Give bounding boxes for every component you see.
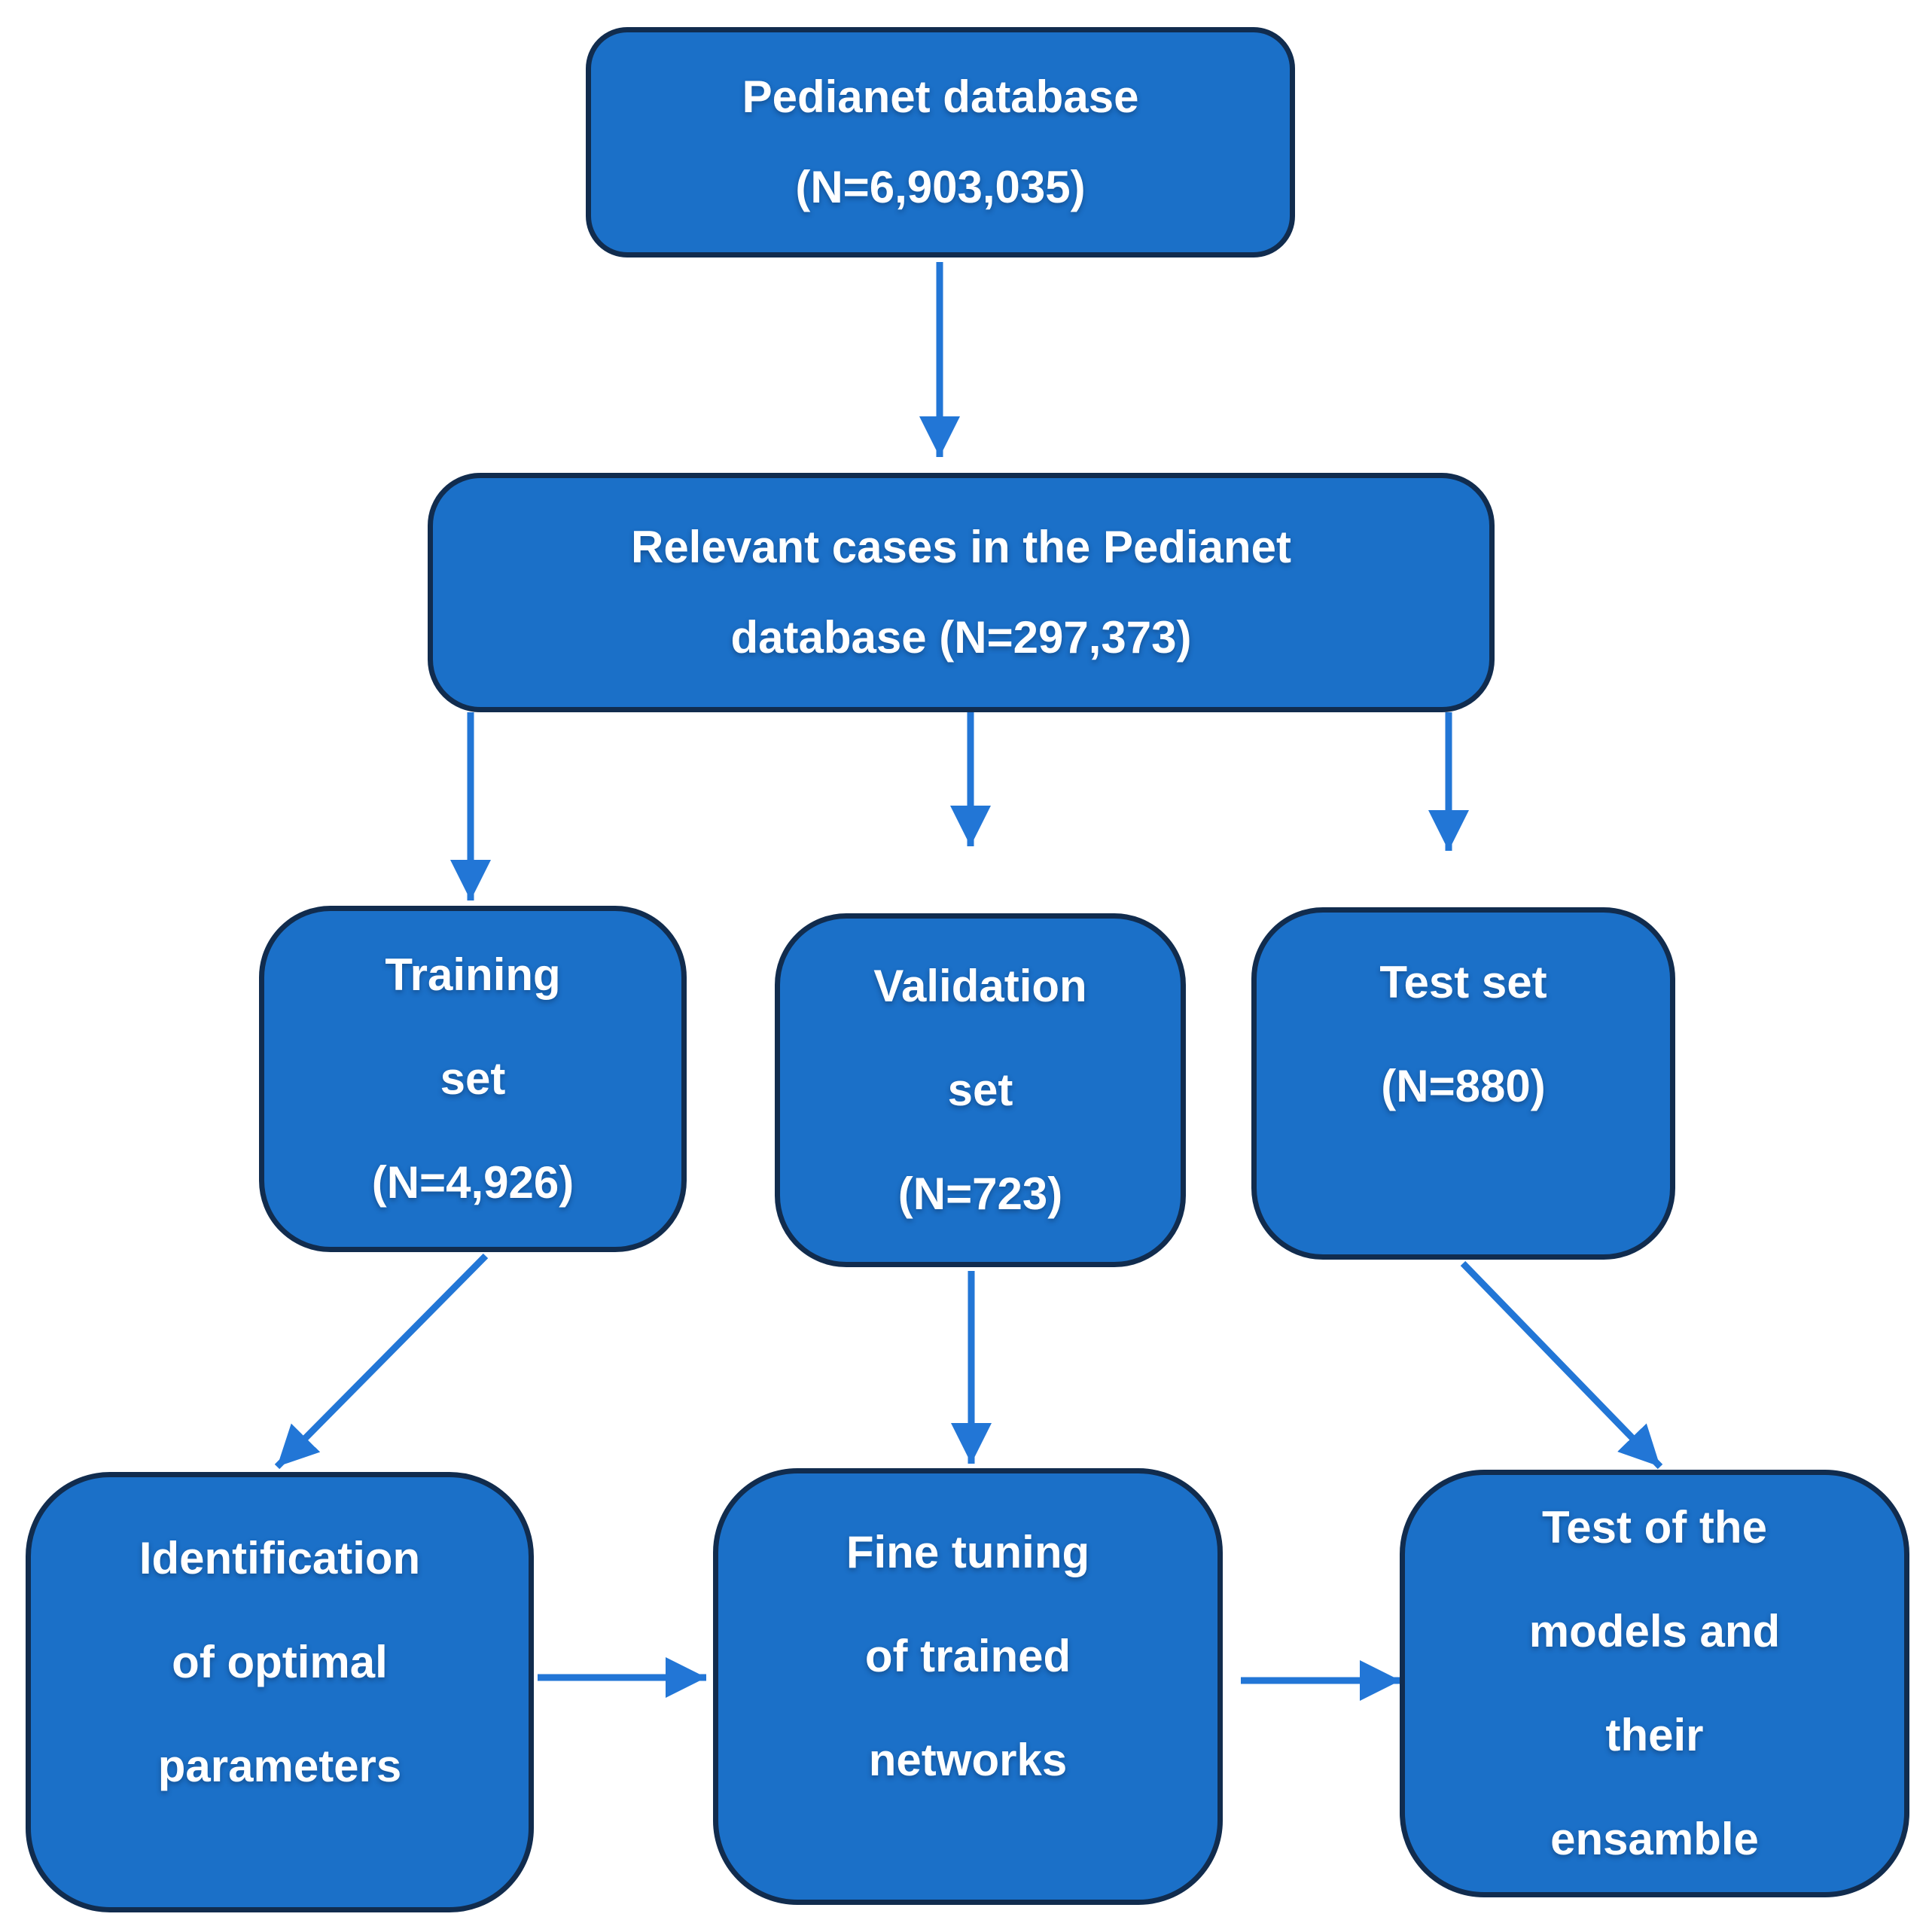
node-label-line: Training [385,949,561,1000]
node-label-line: (N=6,903,035) [795,162,1086,212]
arrow-test-set-to-test-of-models [1460,1260,1663,1470]
node-label-line: Relevant cases in the Pedianet [630,522,1292,572]
node-label-line: (N=4,926) [371,1157,574,1208]
node-label-line: database (N=297,373) [730,612,1192,663]
node-label-line: ensamble [1550,1814,1759,1864]
node-label-line: Pedianet database [742,72,1139,122]
arrow-training-set-to-identification [274,1253,489,1470]
node-training-set: Training set (N=4,926) [259,906,687,1252]
node-test-set: Test set (N=880) [1251,907,1675,1260]
node-pedianet-database: Pedianet database (N=6,903,035) [586,27,1295,257]
node-label-line: Validation [873,961,1087,1011]
node-label-line: (N=880) [1381,1061,1546,1111]
node-label-line: Test of the [1542,1502,1767,1553]
node-test-of-models-and-ensamble: Test of the models and their ensamble [1400,1470,1909,1897]
node-label-line: parameters [157,1740,402,1791]
node-label-line: set [947,1065,1013,1115]
node-label-line: models and [1528,1606,1781,1656]
node-label-line: networks [868,1735,1068,1785]
node-label-line: of trained [864,1631,1071,1681]
node-label-line: Identification [139,1532,421,1583]
node-validation-set: Validation set (N=723) [775,913,1186,1267]
node-label-line: Test set [1379,957,1547,1007]
node-identification-of-optimal-parameters: Identification of optimal parameters [26,1472,534,1912]
node-label-line: Fine tuning [846,1527,1090,1577]
node-label-line: set [440,1053,506,1104]
node-label-line: of optimal [172,1636,388,1687]
node-label-line: (N=723) [897,1169,1063,1219]
node-label-line: their [1605,1710,1704,1760]
node-fine-tuning-of-trained-networks: Fine tuning of trained networks [713,1468,1223,1905]
node-relevant-cases: Relevant cases in the Pedianet database … [428,473,1495,712]
